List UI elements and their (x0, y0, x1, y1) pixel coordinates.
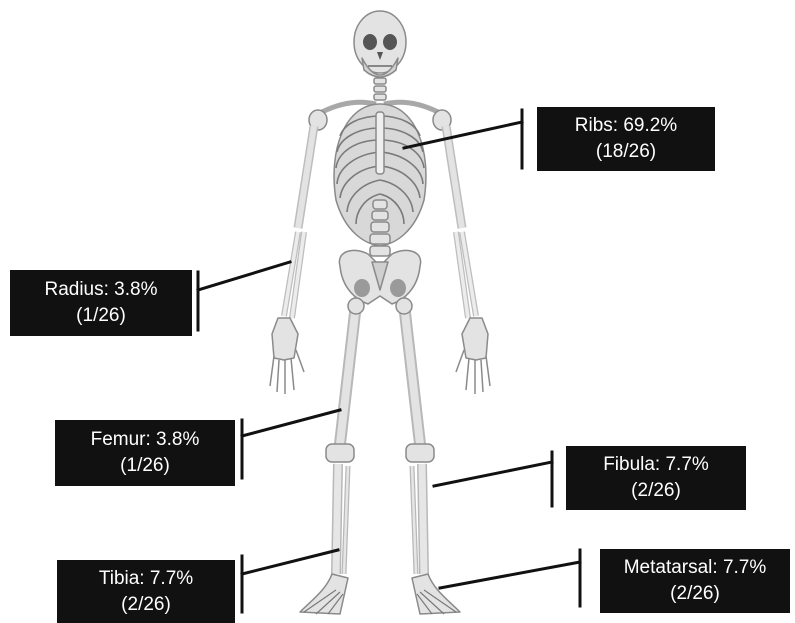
ribs-percentage: Ribs: 69.2% (575, 113, 677, 139)
femur-count: (1/26) (120, 453, 170, 479)
fibula-leader-line (434, 452, 552, 506)
lumbar-spine (370, 200, 390, 256)
femur-leader-line (242, 410, 340, 478)
femur-percentage: Femur: 3.8% (91, 427, 200, 453)
femur-label: Femur: 3.8% (1/26) (55, 420, 235, 486)
metatarsal-percentage: Metatarsal: 7.7% (624, 555, 767, 581)
fibula-percentage: Fibula: 7.7% (603, 452, 709, 478)
cervical-spine (374, 78, 386, 100)
feet (300, 574, 460, 614)
ribs-count: (18/26) (596, 139, 656, 165)
ribs-label: Ribs: 69.2% (18/26) (537, 107, 715, 171)
tibia-label: Tibia: 7.7% (2/26) (57, 560, 235, 623)
hands (270, 318, 490, 394)
radius-label: Radius: 3.8% (1/26) (10, 270, 192, 336)
radius-leader-line (198, 262, 290, 330)
metatarsal-leader-line (440, 550, 580, 606)
tibia-percentage: Tibia: 7.7% (99, 566, 193, 592)
tibia-count: (2/26) (121, 592, 171, 618)
metatarsal-label: Metatarsal: 7.7% (2/26) (600, 549, 790, 613)
fibula-count: (2/26) (631, 478, 681, 504)
metatarsal-count: (2/26) (670, 581, 720, 607)
femur-bones (340, 298, 420, 444)
radius-count: (1/26) (76, 303, 126, 329)
lower-leg-bones (336, 464, 424, 574)
pelvis (339, 250, 420, 304)
radius-percentage: Radius: 3.8% (44, 277, 157, 303)
fibula-label: Fibula: 7.7% (2/26) (566, 446, 746, 510)
knees (326, 444, 434, 462)
skull (354, 11, 406, 77)
